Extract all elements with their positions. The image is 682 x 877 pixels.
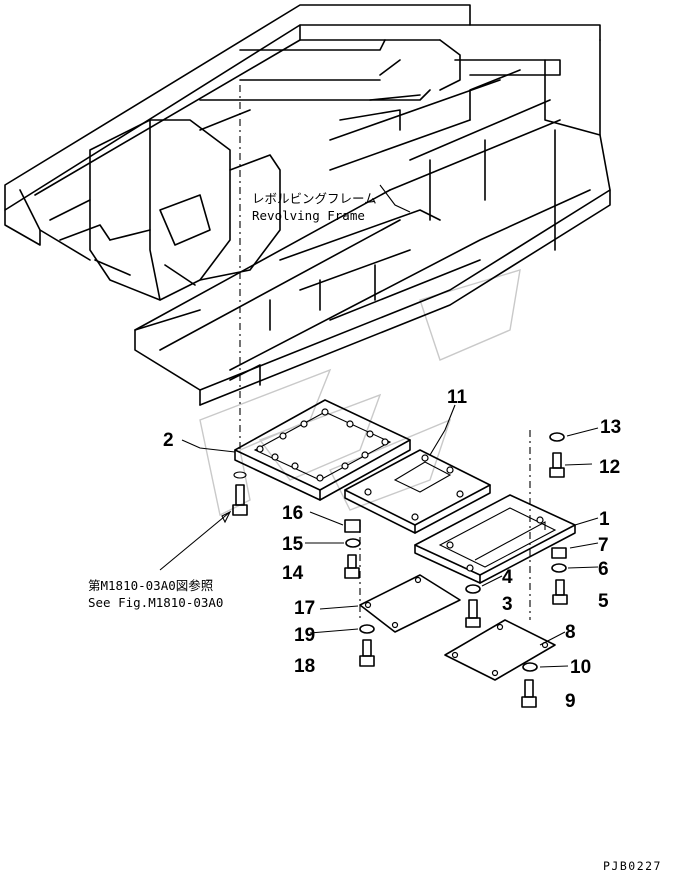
callout-6: 6 xyxy=(598,559,609,580)
alignment-lines xyxy=(239,85,531,620)
watermark xyxy=(199,269,521,517)
revolving-frame xyxy=(4,4,611,406)
hardware xyxy=(344,432,568,708)
callout-11: 11 xyxy=(447,387,468,408)
callout-18: 18 xyxy=(294,656,315,677)
plate-11 xyxy=(344,449,491,534)
callout-2: 2 xyxy=(163,430,174,451)
reference-label-en: See Fig.M1810-03A0 xyxy=(88,595,223,610)
cover-plate-17 xyxy=(359,574,461,633)
callout-12: 12 xyxy=(599,457,620,478)
callout-19: 19 xyxy=(294,625,315,646)
drawing-code: PJB0227 xyxy=(603,859,662,873)
cover-plate-8 xyxy=(444,619,556,681)
leader-lines xyxy=(159,184,599,668)
callout-15: 15 xyxy=(282,534,304,555)
frame-label-jp: レボルビングフレーム xyxy=(252,191,377,206)
callout-13: 13 xyxy=(600,417,621,438)
callout-16: 16 xyxy=(282,503,303,524)
callout-9: 9 xyxy=(565,691,576,712)
reference-label-jp: 第M1810-03A0図参照 xyxy=(88,578,213,593)
frame-label-en: Revolving Frame xyxy=(252,208,365,223)
bracket-1 xyxy=(414,494,576,584)
callout-17: 17 xyxy=(294,598,315,619)
callout-3: 3 xyxy=(502,594,513,615)
callout-1: 1 xyxy=(599,509,610,530)
callout-10: 10 xyxy=(570,657,591,678)
callout-4: 4 xyxy=(502,567,513,588)
callout-5: 5 xyxy=(598,591,609,612)
callout-14: 14 xyxy=(282,563,304,584)
callout-8: 8 xyxy=(565,622,576,643)
callout-7: 7 xyxy=(598,535,609,556)
bolt-left xyxy=(232,471,248,516)
cover-plate-2 xyxy=(234,399,411,501)
